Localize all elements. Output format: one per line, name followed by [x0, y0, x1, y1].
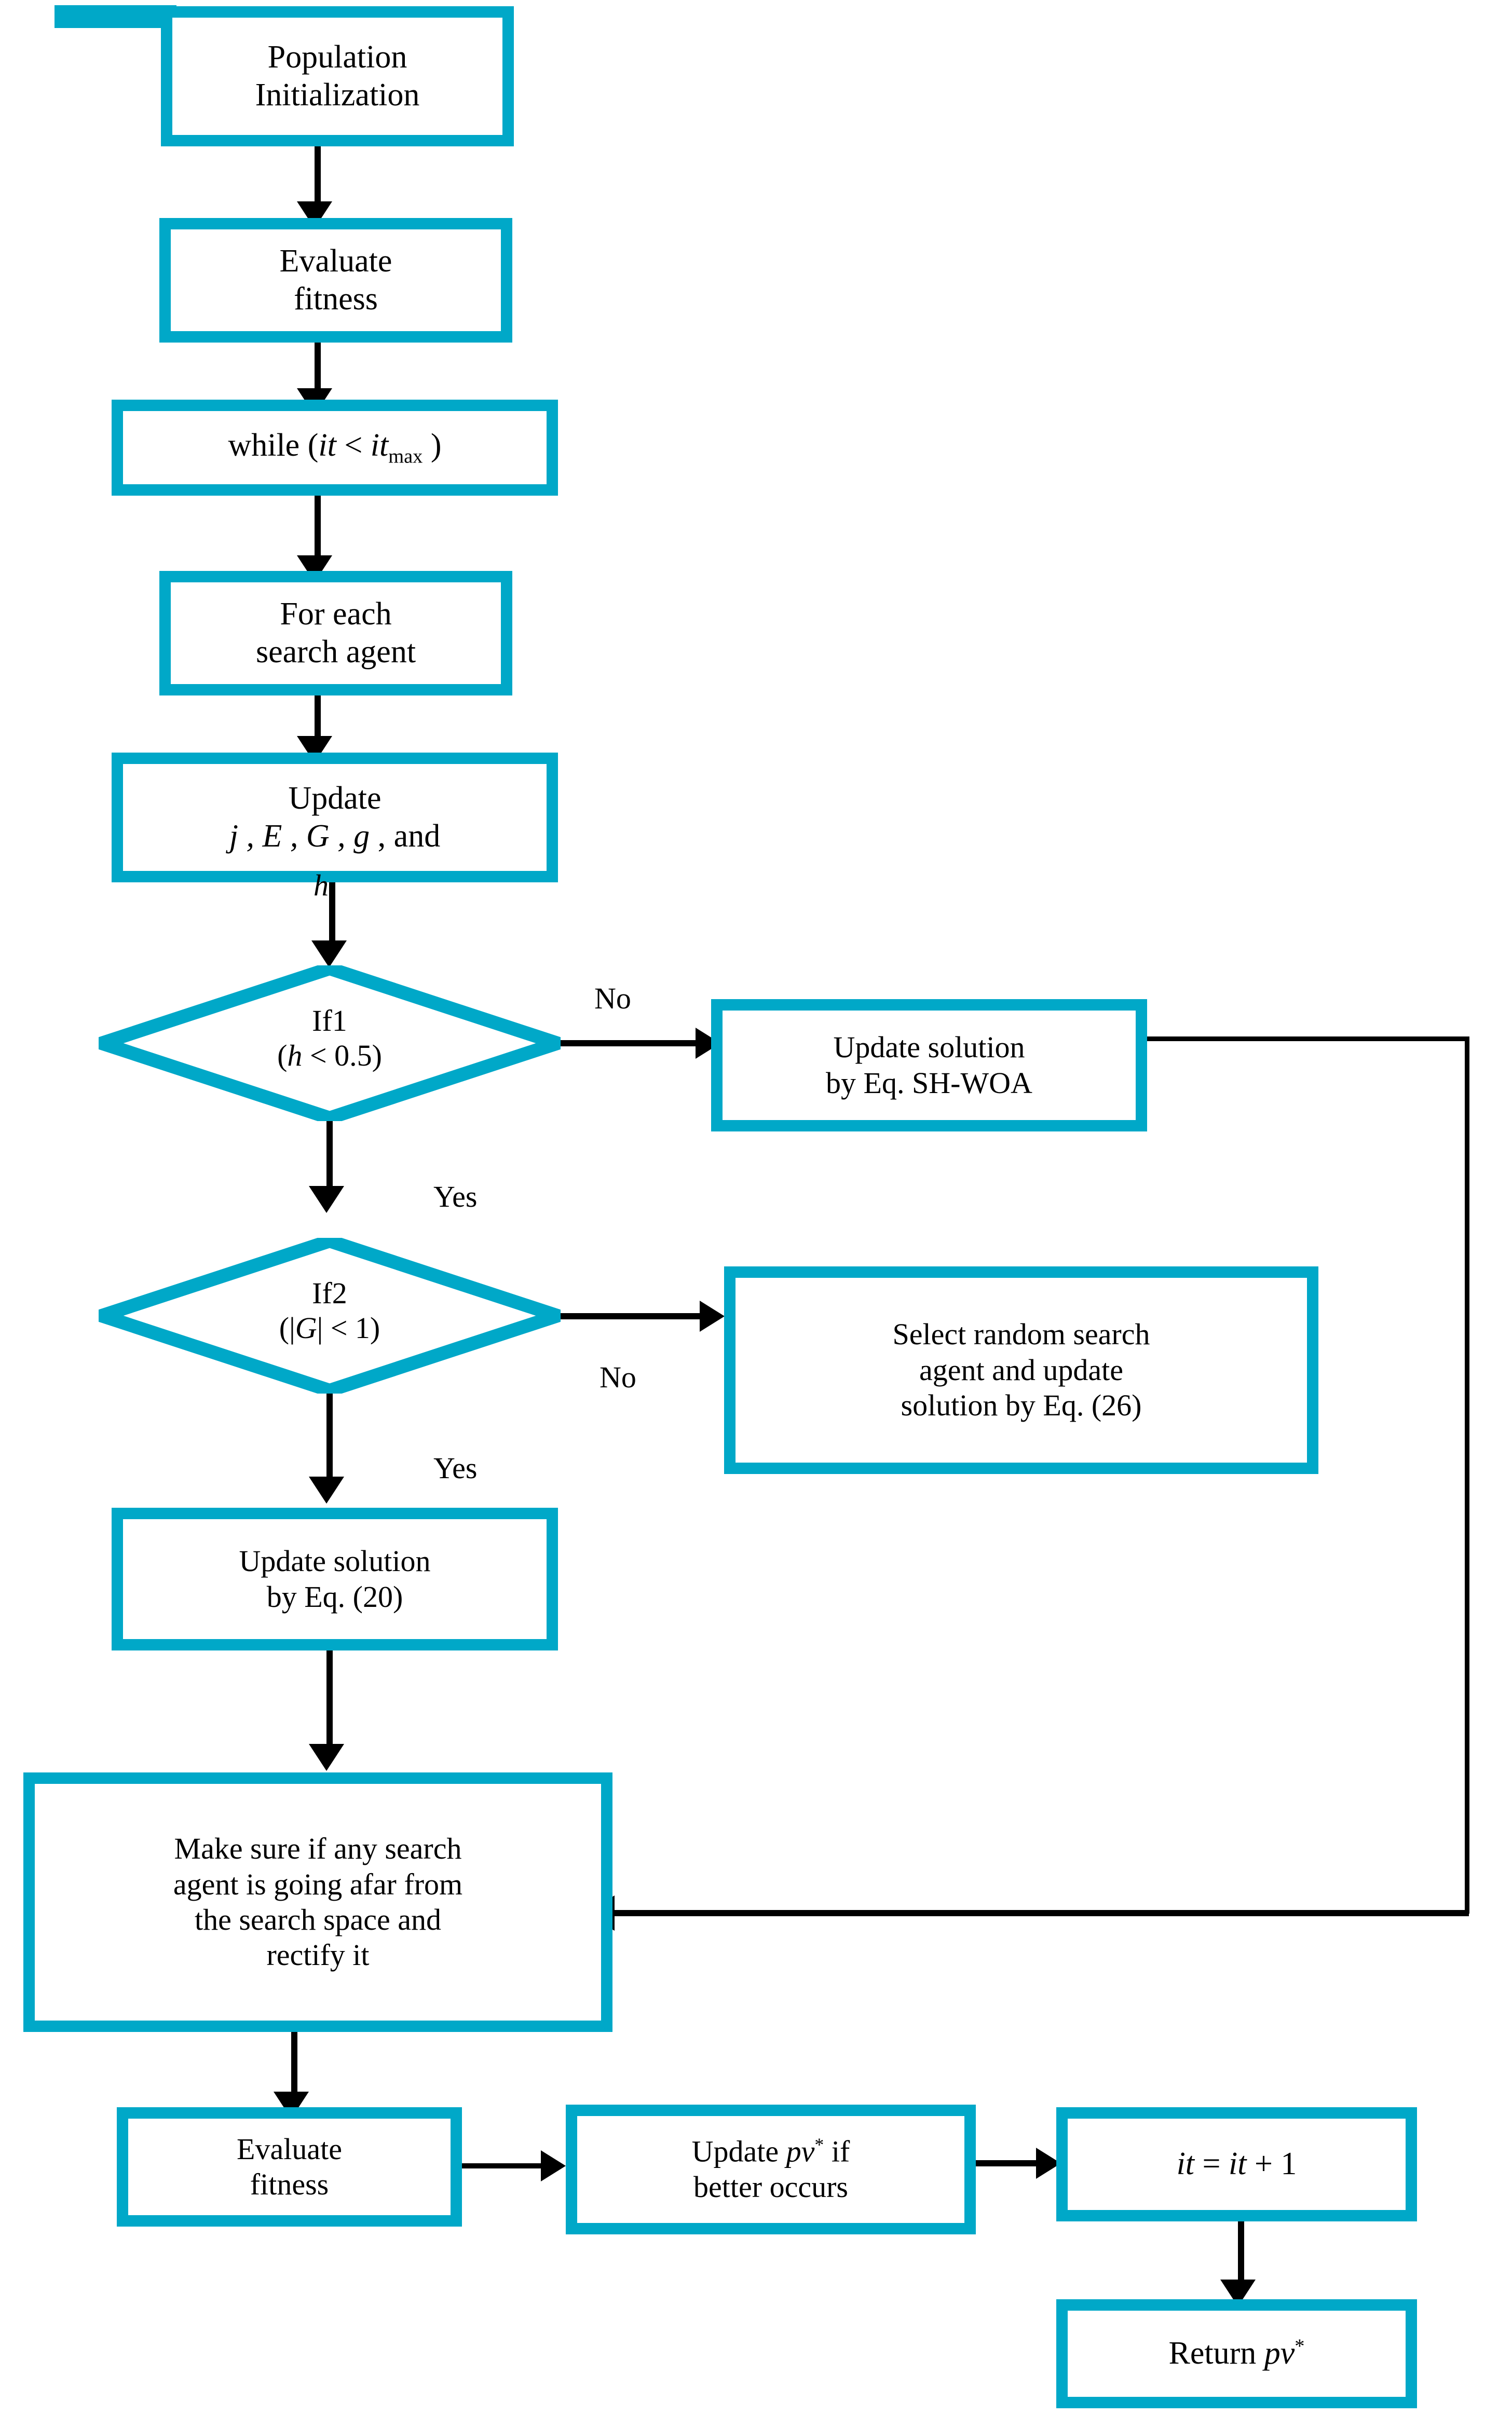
connector-evalfitness-updatebest	[459, 2163, 550, 2168]
connector-updatebest-increment	[975, 2160, 1045, 2166]
node-update-solution-shwoa-label: Update solution by Eq. SH-WOA	[826, 1030, 1032, 1100]
node-rectify-search-space-label: Make sure if any search agent is going a…	[173, 1832, 463, 1972]
node-evaluate-fitness-bottom[interactable]: Evaluate fitness	[117, 2107, 462, 2227]
node-update-solution-shwoa[interactable]: Update solution by Eq. SH-WOA	[711, 999, 1147, 1131]
connector-popinit-evalfitness	[315, 146, 321, 209]
node-for-each-search-agent-label: For each search agent	[255, 596, 416, 670]
node-rectify-search-space[interactable]: Make sure if any search agent is going a…	[23, 1772, 612, 2032]
node-evaluate-fitness-top-label: Evaluate fitness	[279, 243, 392, 317]
arrowhead-if1-yes	[309, 1186, 344, 1213]
connector-updateparams-if1	[329, 882, 335, 950]
connector-evalfitness-while	[315, 343, 321, 400]
connector-foreach-updateparams	[315, 695, 321, 745]
node-if1-decision[interactable]: If1 (h < 0.5)	[99, 965, 561, 1121]
connector-eq20-rectify	[326, 1650, 333, 1754]
edge-label-if1-no: No	[594, 981, 631, 1015]
node-while-loop[interactable]: while (it < itmax )	[112, 400, 558, 496]
node-evaluate-fitness-top[interactable]: Evaluate fitness	[159, 218, 512, 343]
node-update-solution-eq20[interactable]: Update solution by Eq. (20)	[112, 1508, 558, 1650]
node-return-best[interactable]: Return pv*	[1056, 2299, 1417, 2408]
node-update-params-overflow-h: h	[314, 868, 329, 902]
node-if2-decision[interactable]: If2 (|G| < 1)	[99, 1238, 561, 1394]
edge-label-if2-yes: Yes	[433, 1451, 478, 1485]
arrowhead-updateparams-if1	[311, 940, 347, 967]
connector-if2-yes	[326, 1391, 333, 1487]
node-update-solution-eq20-label: Update solution by Eq. (20)	[239, 1544, 431, 1614]
arrowhead-if2-yes	[309, 1477, 344, 1504]
connector-if2-no	[554, 1313, 702, 1319]
node-update-params-label: Update j , E , G , g , and	[229, 780, 441, 854]
node-increment-iteration[interactable]: it = it + 1	[1056, 2107, 1417, 2221]
node-update-best-label: Update pv* if better occurs	[691, 2134, 850, 2204]
edge-label-if2-no: No	[600, 1360, 636, 1394]
node-increment-iteration-label: it = it + 1	[1176, 2146, 1297, 2182]
node-while-loop-label: while (it < itmax )	[228, 428, 442, 468]
feedback-line-right	[1465, 1036, 1469, 1914]
connector-if1-yes	[326, 1118, 333, 1196]
node-population-initialization[interactable]: Population Initialization	[161, 6, 514, 146]
node-select-random-agent[interactable]: Select random search agent and update so…	[724, 1266, 1318, 1474]
feedback-line-top	[1145, 1036, 1469, 1041]
node-select-random-agent-label: Select random search agent and update so…	[892, 1317, 1150, 1423]
node-population-initialization-label: Population Initialization	[255, 39, 420, 113]
connector-if1-no	[555, 1040, 698, 1046]
connector-rectify-evalfitness	[291, 2032, 297, 2099]
node-evaluate-fitness-bottom-label: Evaluate fitness	[237, 2132, 342, 2201]
node-update-params[interactable]: Update j , E , G , g , and	[112, 753, 558, 882]
edge-label-if1-yes: Yes	[433, 1180, 478, 1213]
feedback-line-bottom	[612, 1910, 1469, 1916]
connector-while-foreach	[315, 496, 321, 566]
connector-increment-return	[1238, 2221, 1244, 2286]
arrowhead-evalfitness-updatebest	[541, 2150, 566, 2181]
arrowhead-eq20-rectify	[309, 1744, 344, 1771]
node-for-each-search-agent[interactable]: For each search agent	[159, 571, 512, 695]
node-return-best-label: Return pv*	[1168, 2335, 1305, 2371]
node-update-best[interactable]: Update pv* if better occurs	[566, 2105, 976, 2234]
arrowhead-if2-no	[700, 1301, 725, 1332]
